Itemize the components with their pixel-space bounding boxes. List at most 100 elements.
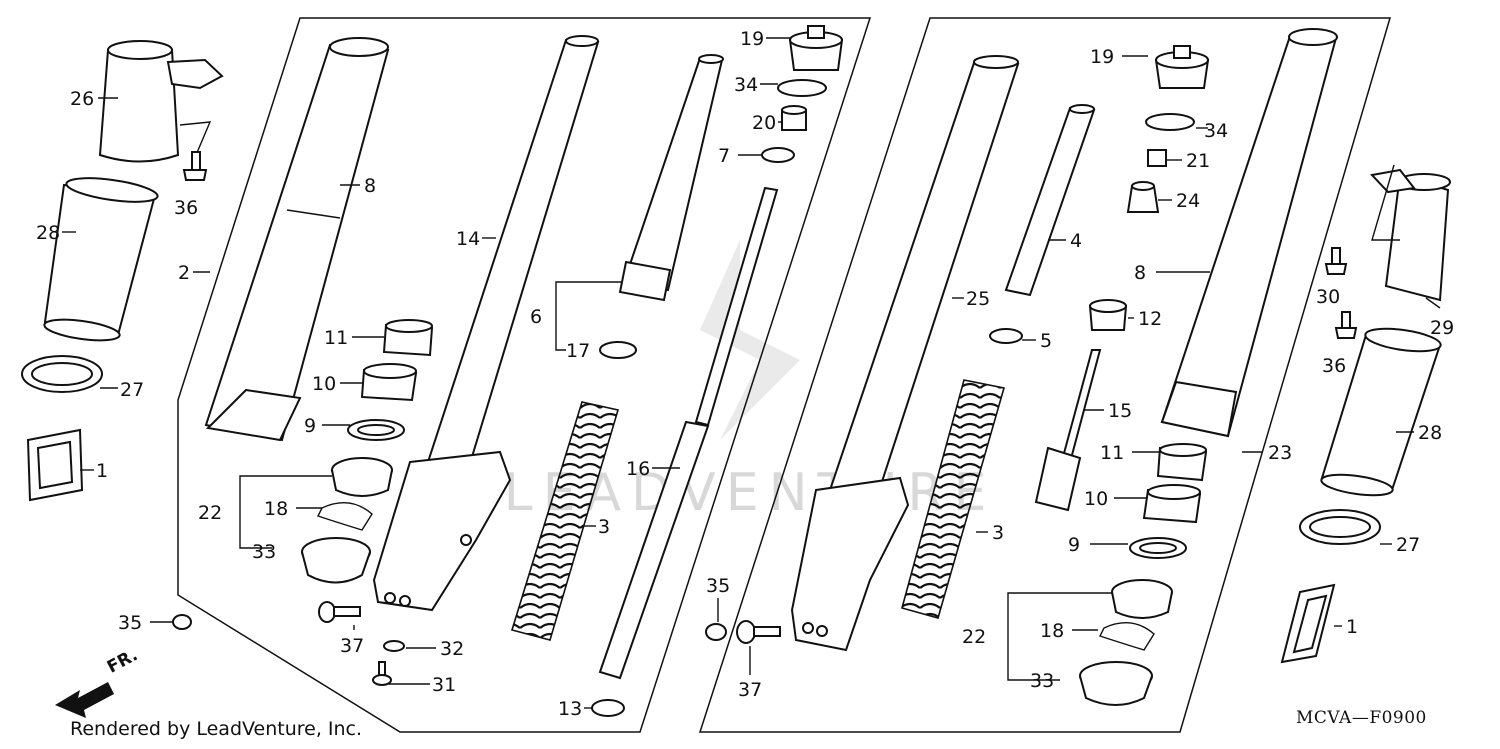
watermark-logo [700,240,800,440]
part-18-clip-right [1099,622,1155,651]
part-37-bolt-right [736,620,781,644]
part-25-fork-slider-right [790,55,1020,652]
callout-8: 8 [364,175,376,197]
part-37-bolt-left [318,601,361,623]
callout-25: 25 [966,288,990,310]
callout-12: 12 [1138,308,1162,330]
callout-5: 5 [1040,330,1052,352]
callout-34: 34 [734,74,758,96]
part-11-bushing-right [1156,443,1208,482]
callout-37: 37 [340,635,364,657]
callout-3: 3 [992,522,1004,544]
callout-26: 26 [70,88,94,110]
part-33-seal-left [301,537,371,584]
callout-10: 10 [312,373,336,395]
part-3-spring-left [510,401,620,641]
callout-13: 13 [558,698,582,720]
callout-8: 8 [1134,262,1146,284]
callout-11: 11 [324,327,348,349]
part-7-spacer [761,147,795,163]
callout-24: 24 [1176,190,1200,212]
part-22-oil-seal-right [1111,579,1173,619]
callout-27: 27 [120,379,144,401]
callout-3: 3 [598,516,610,538]
callout-18: 18 [1040,620,1064,642]
callout-9: 9 [304,415,316,437]
front-direction-arrow-icon [55,682,114,718]
part-24-collar [1126,181,1160,213]
part-8-outer-tube-left [204,37,390,442]
callout-20: 20 [752,112,776,134]
callout-7: 7 [718,145,730,167]
part-27-dust-seal-right [1299,509,1381,545]
right-fork-frame [698,17,1392,733]
part-22-oil-seal-left [331,457,393,497]
callout-2: 2 [178,262,190,284]
callout-23: 23 [1268,442,1292,464]
part-11-bushing-left [382,319,434,357]
callout-36: 36 [174,197,198,219]
part-9-washer-right [1129,537,1187,559]
callout-19: 19 [740,28,764,50]
callout-14: 14 [456,228,480,250]
callout-16: 16 [626,458,650,480]
part-19-cap-bolt-right [1154,45,1210,89]
callout-28: 28 [1418,422,1442,444]
part-5-washer [989,328,1023,344]
part-6-damper-rod [618,54,724,302]
callout-22: 22 [198,502,222,524]
part-15-piston-rod [1034,349,1102,512]
callout-33: 33 [252,541,276,563]
callout-35: 35 [118,612,142,634]
callout-6: 6 [530,306,542,328]
part-10-bushing-left [360,363,418,402]
callout-29: 29 [1430,317,1454,339]
callout-31: 31 [432,674,456,696]
part-27-dust-seal-left [21,355,103,393]
part-35-plug-left [172,614,192,630]
part-34-o-ring-left [777,79,827,97]
callout-27: 27 [1396,534,1420,556]
part-8-outer-tube-right [1160,28,1338,438]
left-fork-frame [177,17,872,733]
part-4-damper-rod-right [1004,104,1096,297]
callout-22: 22 [962,626,986,648]
callout-18: 18 [264,498,288,520]
part-36-bolt-right [1334,311,1358,339]
callout-1: 1 [96,460,108,482]
part-28-fork-boot-left [43,177,159,342]
callout-19: 19 [1090,46,1114,68]
part-18-clip-left [317,502,373,531]
part-33-seal-right [1079,661,1153,706]
callout-17: 17 [566,340,590,362]
part-14-fork-slider-left [372,35,600,612]
callout-28: 28 [36,222,60,244]
callout-11: 11 [1100,442,1124,464]
callout-35: 35 [706,575,730,597]
callout-21: 21 [1186,150,1210,172]
part-34-o-ring-right [1145,113,1195,131]
diagram-code: MCVA—F0900 [1296,708,1427,728]
callout-9: 9 [1068,534,1080,556]
callout-36: 36 [1322,355,1346,377]
callout-37: 37 [738,679,762,701]
part-10-bushing-right [1142,484,1202,524]
part-30-bolt [1324,247,1348,275]
callout-15: 15 [1108,400,1132,422]
callout-4: 4 [1070,230,1082,252]
callout-32: 32 [440,638,464,660]
callout-1: 1 [1346,616,1358,638]
part-12-spring-collar [1088,299,1128,331]
part-9-washer-left [347,419,405,441]
part-28-fork-boot-right [1320,327,1442,497]
part-26-fork-cover-upper [98,40,224,163]
part-17-ring [599,341,637,359]
part-32-washer [383,640,405,652]
callout-10: 10 [1084,488,1108,510]
part-36-bolt-left [182,151,208,181]
callout-33: 33 [1030,670,1054,692]
callout-labels: 26 28 27 1 36 8 2 11 10 9 22 18 33 35 37… [36,28,1454,720]
leader-lines [62,37,1441,709]
part-16-fork-pipe [598,186,779,680]
